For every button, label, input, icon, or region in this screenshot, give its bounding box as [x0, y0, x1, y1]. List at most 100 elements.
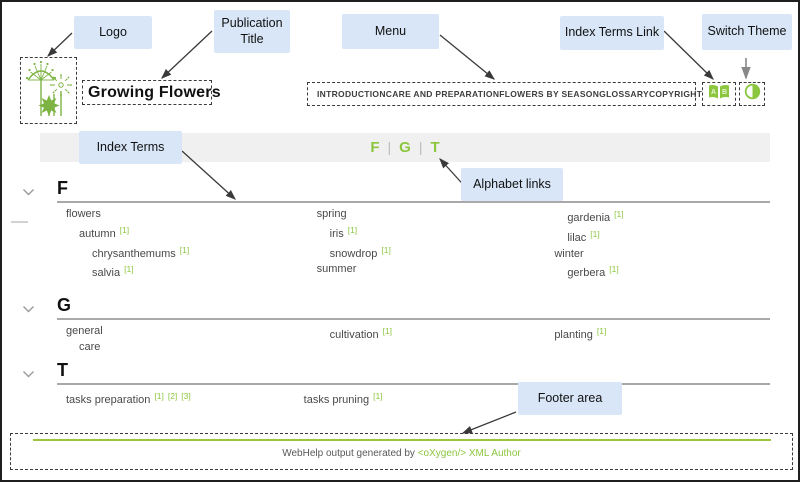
index-ref-link[interactable]: [1] [609, 264, 619, 275]
publication-title-arrow [161, 30, 213, 79]
index-ref-link[interactable]: [1] [381, 244, 391, 255]
index-term: cultivation[1] [295, 324, 533, 344]
menu-item-glossary[interactable]: GLOSSARY [599, 89, 649, 99]
alphabet-link-T[interactable]: T [430, 138, 440, 156]
svg-text:B: B [722, 89, 727, 96]
index-ref-link[interactable]: [1] [179, 244, 190, 255]
alphabet-separator: | [418, 138, 423, 155]
alphabet-link-G[interactable]: G [399, 138, 411, 156]
callout-menu: Menu [342, 14, 439, 49]
menu-item-care-and-preparation[interactable]: CARE AND PREPARATION [385, 89, 500, 99]
index-term-text: iris [329, 227, 344, 240]
star-flower [38, 95, 59, 116]
index-term-text: general [66, 325, 103, 338]
index-column: tasks preparation[1][2][3] [57, 389, 295, 409]
index-term: winter [532, 247, 770, 263]
index-ref-link[interactable]: [1] [347, 224, 358, 235]
index-column: tasks pruning[1] [295, 389, 533, 409]
index-term-text: chrysanthemums [92, 247, 176, 260]
index-ref-link[interactable]: [1] [124, 264, 134, 275]
index-term: general [57, 324, 295, 340]
menu-item-copyright[interactable]: COPYRIGHT [648, 89, 703, 99]
callout-publication-title: Publication Title [214, 10, 290, 53]
index-term-text: planting [554, 329, 593, 342]
switch-theme-button[interactable] [739, 82, 765, 106]
index-term: summer [295, 262, 533, 278]
chevron-down-icon[interactable] [22, 301, 35, 313]
index-ref-link[interactable]: [1] [596, 326, 607, 337]
oxygen-xml-author-link[interactable]: <oXygen/> XML Author [417, 448, 521, 459]
section-letter-heading: G [57, 295, 72, 316]
index-ref-link[interactable]: [1] [382, 326, 393, 337]
index-term: tasks pruning[1] [295, 389, 533, 409]
index-ref-link[interactable]: [2] [167, 390, 178, 401]
index-term: lilac[1] [532, 227, 770, 247]
index-term: salvia[1] [57, 262, 295, 282]
logo-arrow [47, 32, 73, 57]
callout-switch-theme: Switch Theme [702, 14, 792, 50]
index-column: general care [57, 324, 295, 356]
index-terms-link-button[interactable]: A B [702, 82, 736, 106]
chevron-down-icon[interactable] [22, 184, 35, 196]
callout-footer-area: Footer area [518, 382, 622, 415]
section-rule [57, 318, 770, 321]
index-term-text: gerbera [567, 267, 606, 280]
index-term: tasks preparation[1][2][3] [57, 389, 295, 409]
index-term-text: lilac [567, 231, 587, 244]
index-term: chrysanthemums[1] [57, 243, 295, 263]
index-column: cultivation[1] [295, 324, 533, 356]
index-term-text: winter [554, 247, 584, 260]
index-term-text: gardenia [567, 212, 611, 224]
logo[interactable] [20, 57, 77, 124]
section-letter-heading: T [57, 359, 68, 380]
footer-text: WebHelp output generated by <oXygen/> XM… [11, 448, 792, 459]
half-circle-contrast-icon [744, 83, 761, 105]
chevron-down-icon[interactable] [22, 366, 35, 378]
index-ref-link[interactable]: [1] [154, 390, 164, 401]
index-term-text: tasks preparation [66, 393, 151, 406]
index-ref-link[interactable]: [1] [614, 209, 624, 219]
open-book-icon: A B [708, 84, 730, 105]
index-term-text: autumn [79, 227, 116, 240]
footer-area: WebHelp output generated by <oXygen/> XM… [10, 433, 793, 470]
index-term: autumn[1] [57, 223, 295, 243]
publication-title[interactable]: Growing Flowers [82, 80, 221, 105]
left-edge-dash [11, 221, 28, 223]
index-term: iris[1] [295, 223, 533, 243]
index-ref-link[interactable]: [3] [181, 390, 191, 401]
index-term: snowdrop[1] [295, 243, 533, 263]
svg-text:A: A [711, 89, 716, 96]
index-term: planting[1] [532, 324, 770, 344]
publication-title-text: Growing Flowers [88, 83, 221, 101]
index-term: gerbera[1] [532, 262, 770, 282]
index-column: planting[1] [532, 324, 770, 356]
footer-prefix: WebHelp output generated by [282, 448, 418, 459]
menu-item-flowers-by-season[interactable]: FLOWERS BY SEASON [499, 89, 600, 99]
index-term: spring [295, 207, 533, 223]
index-ref-link[interactable]: [1] [373, 390, 383, 401]
section-rule [57, 382, 770, 385]
index-ref-link[interactable]: [1] [119, 224, 130, 235]
index-term-text: care [79, 340, 101, 353]
footer-area-arrow [461, 411, 517, 434]
index-ref-link[interactable]: [1] [590, 228, 600, 239]
index-term: flowers [57, 207, 295, 223]
menu-item-introduction[interactable]: INTRODUCTION [317, 89, 386, 99]
section-letter-heading: F [57, 178, 68, 198]
alphabet-link-F[interactable]: F [370, 138, 380, 156]
index-term-text: flowers [66, 208, 101, 220]
index-term-text: snowdrop [329, 247, 378, 260]
callout-index-terms-link: Index Terms Link [560, 16, 664, 50]
menu-arrow [439, 34, 496, 80]
alphabet-links: F|G|T [366, 139, 443, 157]
section-rule [57, 201, 770, 203]
